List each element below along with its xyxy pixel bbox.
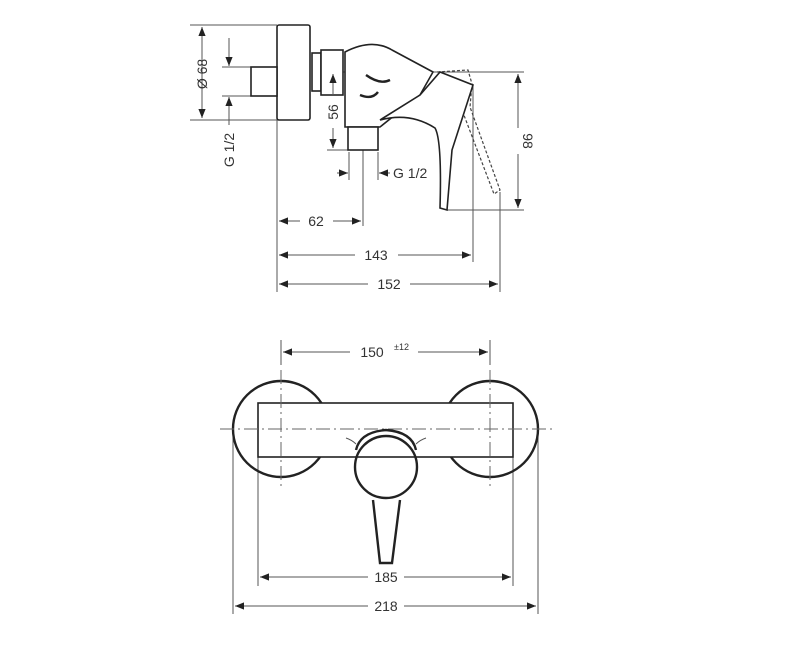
dim-total-depth-label: 152 bbox=[377, 276, 401, 292]
dim-lever-height-label: 98 bbox=[520, 133, 536, 149]
dim-center-distance-label: 150 bbox=[360, 344, 384, 360]
lever-handle bbox=[379, 71, 474, 212]
front-view: 150 ±12 185 218 bbox=[220, 340, 552, 614]
dim-outlet-offset-label: 62 bbox=[308, 213, 324, 229]
dim-center-tolerance-label: ±12 bbox=[394, 342, 409, 352]
wall-rosette bbox=[276, 24, 311, 121]
dim-outlet-height-label: 56 bbox=[325, 104, 341, 120]
dim-body-depth-label: 143 bbox=[364, 247, 388, 263]
lever-alt-position bbox=[436, 69, 501, 195]
lever bbox=[371, 499, 402, 565]
collar bbox=[311, 52, 322, 92]
dim-body-width-label: 185 bbox=[374, 569, 398, 585]
control-knob bbox=[353, 434, 419, 500]
connection-nut bbox=[320, 49, 344, 96]
dim-total-width-label: 218 bbox=[374, 598, 398, 614]
wall-connection-pipe bbox=[250, 66, 278, 97]
body-detail bbox=[359, 74, 391, 99]
dim-outlet-thread-label: G 1/2 bbox=[393, 165, 427, 181]
dim-wall-thread-label: G 1/2 bbox=[221, 133, 237, 167]
outlet-nut bbox=[347, 126, 379, 151]
side-view: Ø 68 G 1/2 56 98 G 1/2 62 143 152 bbox=[190, 24, 536, 292]
dim-diameter-label: Ø 68 bbox=[194, 59, 210, 90]
